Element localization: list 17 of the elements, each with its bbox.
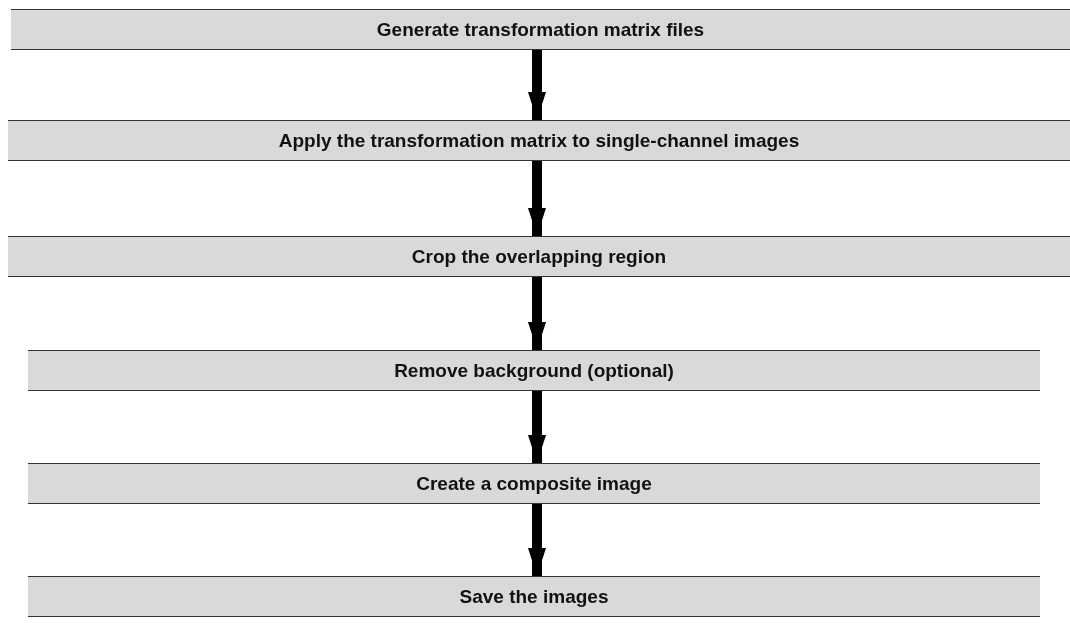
arrow <box>528 161 546 236</box>
step-label: Create a composite image <box>416 472 652 495</box>
step-label: Crop the overlapping region <box>411 245 667 268</box>
arrow <box>528 50 546 120</box>
process-box <box>11 9 1070 50</box>
process-box <box>28 576 1040 617</box>
step-label: Apply the transformation matrix to single-channel images <box>278 129 800 152</box>
process-box <box>8 236 1070 277</box>
step-label: Generate transformation matrix files <box>376 18 705 41</box>
process-box <box>28 350 1040 391</box>
step-label: Save the images <box>459 585 609 608</box>
process-box <box>28 463 1040 504</box>
process-box <box>8 120 1070 161</box>
arrow <box>528 391 546 463</box>
arrow <box>528 504 546 576</box>
arrow <box>528 277 546 350</box>
step-label: Remove background (optional) <box>394 359 674 382</box>
